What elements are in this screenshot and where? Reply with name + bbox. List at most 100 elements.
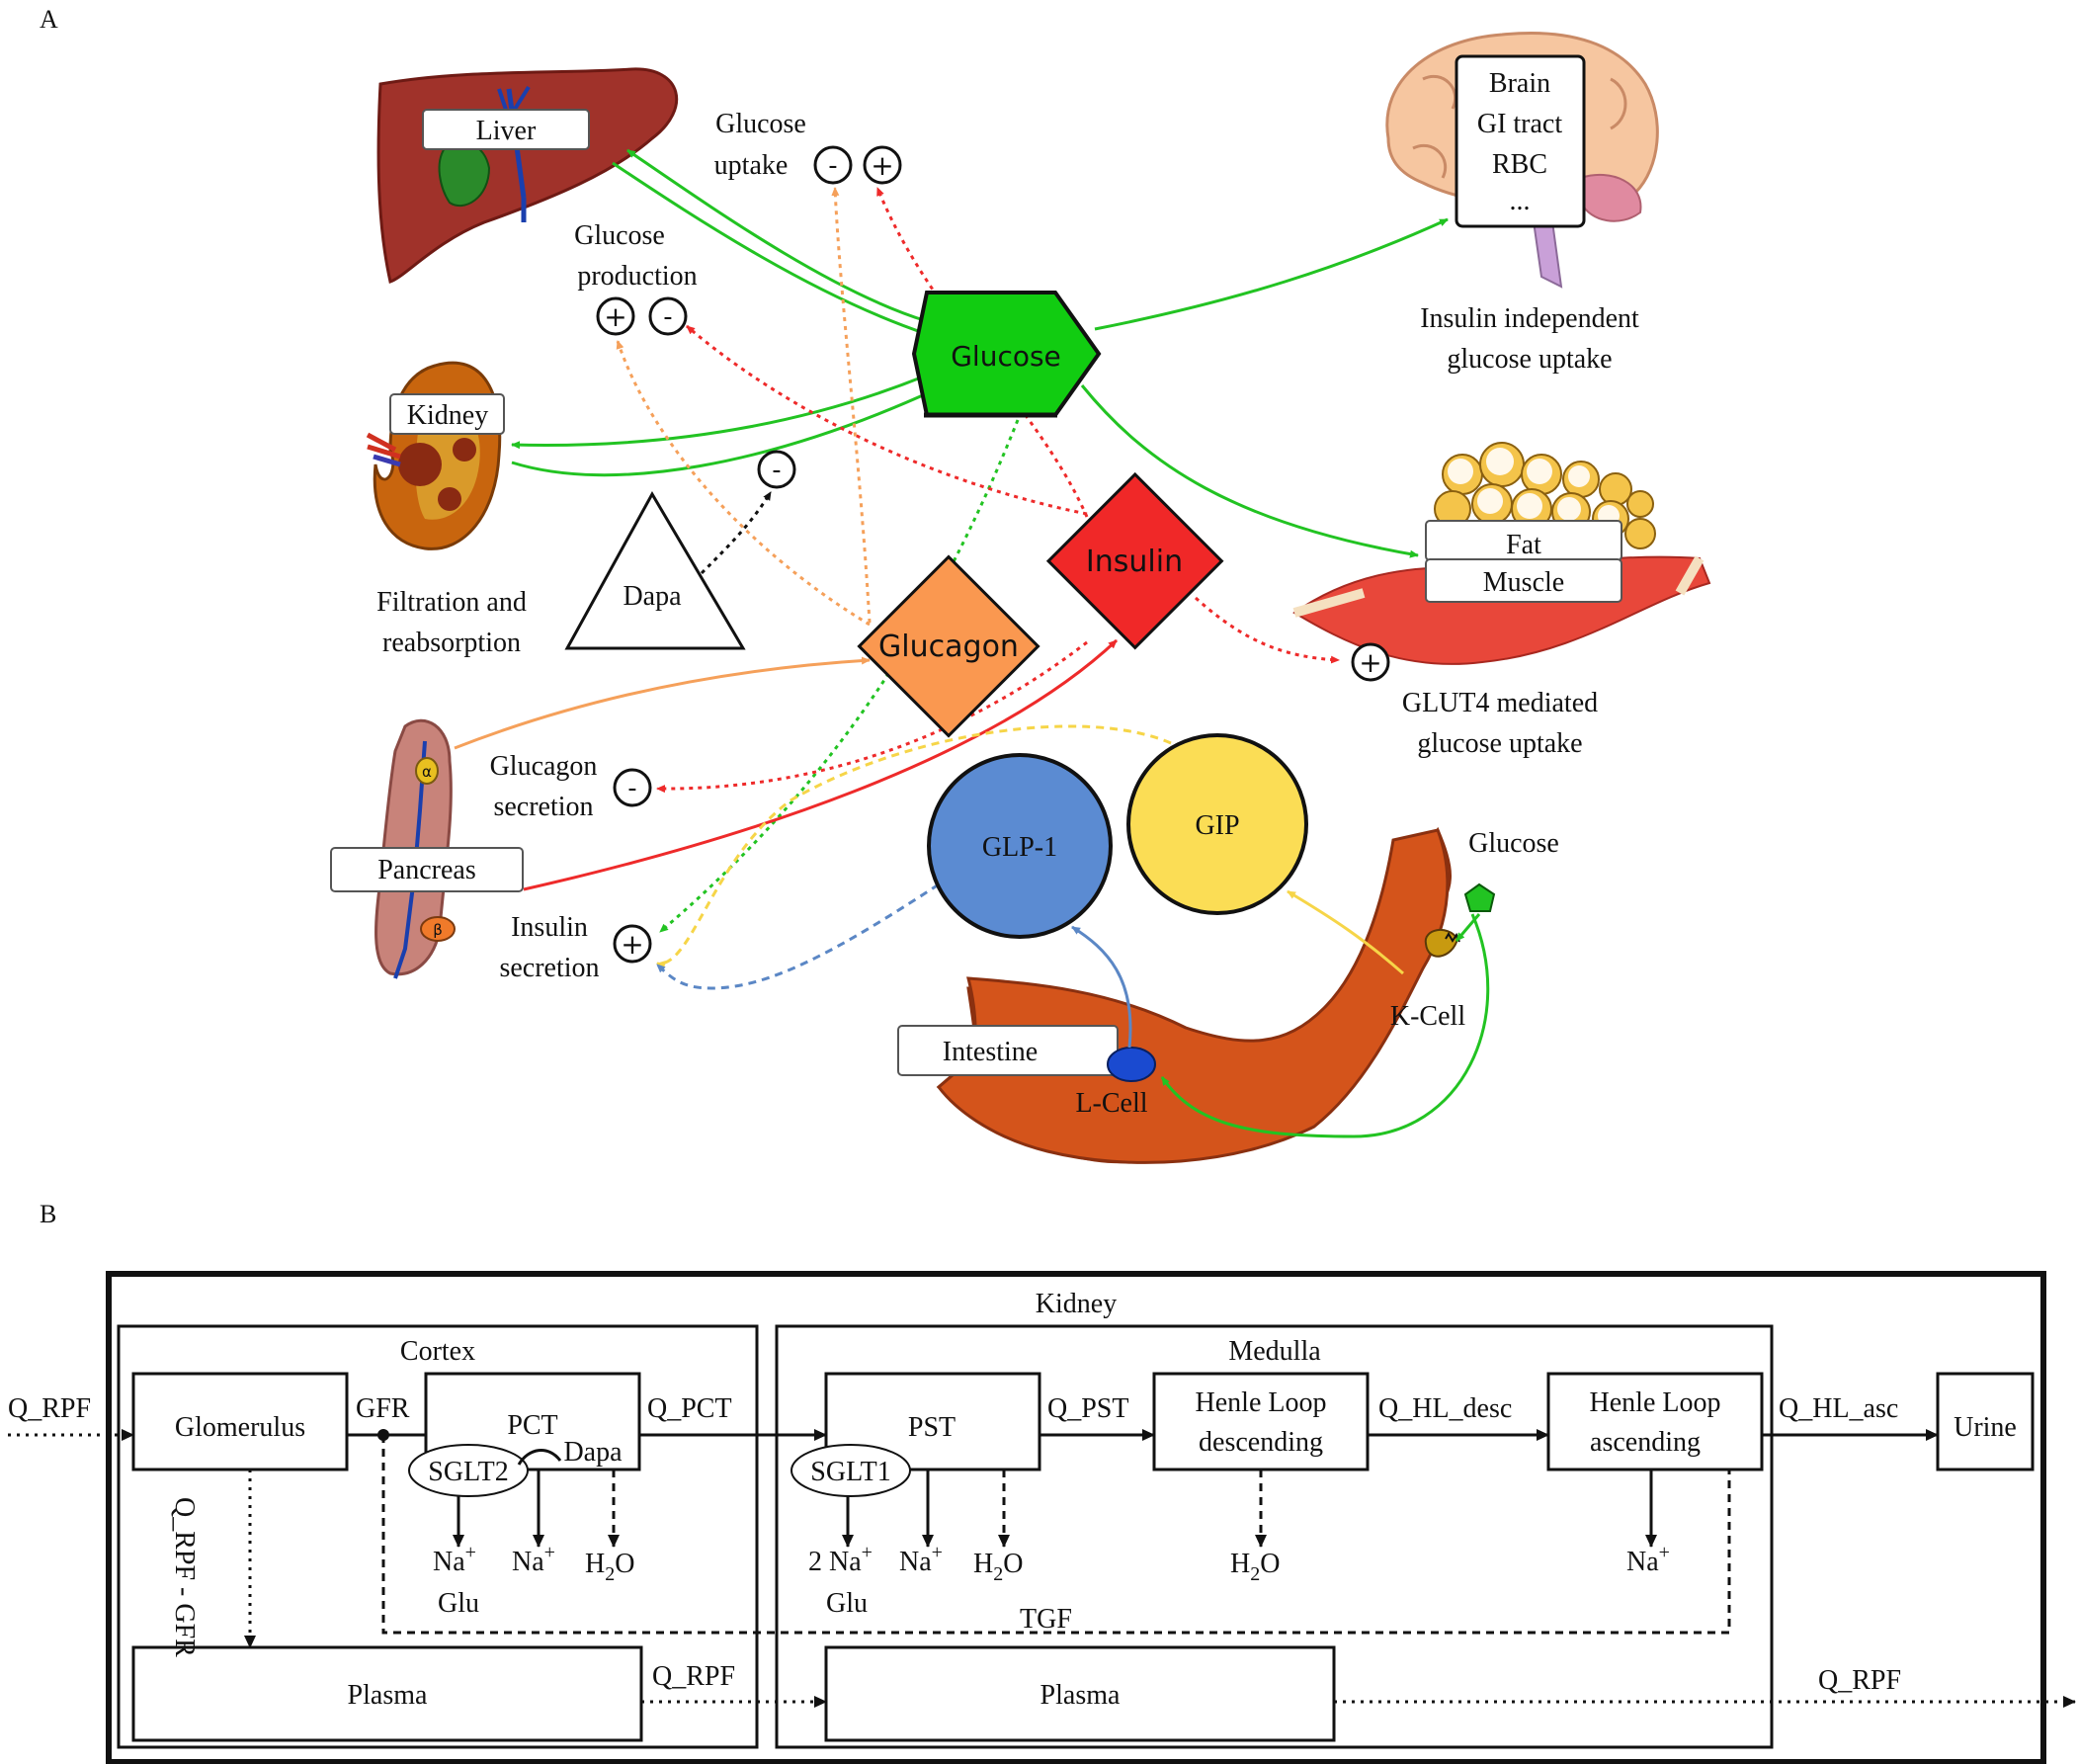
glomerulus-box-label: Glomerulus (175, 1412, 305, 1443)
pst-o-text: O (1003, 1549, 1023, 1579)
insulin-node (1045, 471, 1224, 650)
glucagon-node (857, 554, 1040, 738)
l-cell-label: L-Cell (1075, 1088, 1147, 1119)
reabsorption-minus-sign: - (772, 456, 781, 485)
pancreas-illustration (330, 718, 524, 979)
pst-h-text: H (973, 1549, 993, 1579)
production-plus-sign: + (604, 300, 626, 333)
sglt2-label: SGLT2 (428, 1457, 508, 1487)
pct-na-2-text: Na (512, 1547, 544, 1577)
q-hl-desc-label: Q_HL_desc (1378, 1393, 1512, 1424)
glut4-line2: glucose uptake (1417, 728, 1582, 759)
glucose-node-label: Glucose (951, 340, 1061, 373)
henle-desc-line2: descending (1199, 1427, 1323, 1458)
dapa-triangle (564, 490, 746, 650)
sglt1-transporter (790, 1444, 911, 1497)
glut4-plus-sign: + (1359, 646, 1381, 679)
pct-glu-text: Glu (438, 1588, 479, 1619)
brain-illustration (1385, 31, 1659, 289)
panel-b-arrows (8, 1429, 2076, 1708)
pst-box-label: PST (908, 1412, 956, 1443)
ha-na-charge: + (1659, 1542, 1670, 1563)
brain-item-1: Brain (1489, 68, 1550, 99)
q-pst-label: Q_PST (1047, 1393, 1128, 1424)
fat-label: Fat (1506, 530, 1541, 560)
insulin-secretion-plus-sign: + (621, 928, 643, 961)
pst-solute-h2o: H2O (973, 1549, 1023, 1585)
glucose-node (911, 291, 1102, 418)
tgf-label: TGF (1020, 1604, 1072, 1635)
pst-glu-text: Glu (826, 1588, 868, 1619)
intestine-label: Intestine (943, 1037, 1038, 1067)
pct-na-2-charge: + (544, 1542, 555, 1563)
glucagon-secretion-minus-sign: - (627, 774, 636, 803)
henle-asc-solute-na: Na+ (1626, 1542, 1670, 1577)
pst-2na-text: 2 Na (808, 1547, 862, 1577)
pst-2na-charge: + (862, 1542, 873, 1563)
ha-na-text: Na (1626, 1547, 1659, 1577)
brain-item-4: ... (1510, 186, 1531, 216)
dapa-inhibition-arc (517, 1449, 562, 1466)
plasma-medulla-label: Plasma (1040, 1680, 1121, 1711)
intestine-illustration (897, 826, 1496, 1164)
glucagon-node-label: Glucagon (878, 630, 1019, 664)
pct-solute-na-glu: Na+ Glu (433, 1542, 479, 1619)
uptake-plus-sign: + (871, 149, 893, 182)
glp1-label: GLP-1 (982, 832, 1057, 863)
pancreas-label: Pancreas (377, 855, 476, 885)
panel-a-label: A (40, 5, 58, 34)
gut-glucose-label: Glucose (1468, 828, 1559, 859)
pst-na-charge: + (932, 1542, 943, 1563)
insulin-independent-line1: Insulin independent (1420, 303, 1639, 334)
insulin-node-label: Insulin (1086, 545, 1183, 579)
pct-box-label: PCT (507, 1410, 557, 1441)
insulin-secretion-line1: Insulin (511, 912, 588, 943)
kidney-illustration (366, 361, 505, 550)
hd-o-text: O (1260, 1549, 1280, 1579)
urine-box-label: Urine (1954, 1412, 2017, 1443)
alpha-cell-symbol: α (422, 763, 432, 781)
henle-asc-line2: ascending (1590, 1427, 1701, 1458)
sglt1-label: SGLT1 (810, 1457, 890, 1487)
sign-circles (596, 145, 1390, 964)
pst-solute-na: Na+ (899, 1542, 943, 1577)
q-rpf-out-label: Q_RPF (1818, 1665, 1901, 1696)
pst-h2o-sub: 2 (993, 1563, 1003, 1585)
uptake-minus-sign: - (828, 151, 837, 181)
pct-dapa-label: Dapa (563, 1437, 623, 1468)
panel-a-arrows (454, 148, 1490, 1138)
pct-na-1-charge: + (465, 1542, 476, 1563)
q-rpf-plasma-label: Q_RPF (652, 1661, 735, 1692)
pct-na-1-text: Na (433, 1547, 465, 1577)
pct-solute-na: Na+ (512, 1542, 555, 1577)
glp1-node (927, 753, 1113, 939)
henle-asc-line1: Henle Loop (1590, 1387, 1721, 1418)
brain-item-2: GI tract (1477, 109, 1563, 139)
k-cell-label: K-Cell (1390, 1001, 1465, 1032)
gfr-junction-dot (377, 1429, 389, 1441)
panel-b-boxes (131, 1372, 2035, 1742)
production-minus-sign: - (663, 302, 672, 332)
pst-na-text: Na (899, 1547, 932, 1577)
filtration-line2: reabsorption (382, 628, 521, 658)
liver-illustration (376, 67, 679, 284)
q-rpf-in-label: Q_RPF (8, 1393, 91, 1424)
glucose-production-line1: Glucose (574, 220, 665, 251)
glucose-production-line2: production (577, 261, 697, 292)
insulin-independent-line2: glucose uptake (1447, 344, 1612, 375)
sglt2-transporter (408, 1444, 529, 1497)
q-rpf-minus-gfr-label: Q_RPF - GFR (169, 1497, 200, 1657)
medulla-title: Medulla (1228, 1336, 1321, 1367)
kidney-label: Kidney (407, 400, 488, 431)
gfr-label: GFR (356, 1393, 410, 1424)
glucose-uptake-line2: uptake (714, 150, 789, 181)
svg-text:2 Na+: 2 Na+ (808, 1542, 873, 1577)
brain-item-3: RBC (1492, 149, 1547, 180)
panel-b-label: B (40, 1200, 56, 1228)
q-pct-label: Q_PCT (647, 1393, 732, 1424)
pct-h-text: H (585, 1549, 605, 1579)
kidney-frame-title: Kidney (1036, 1289, 1117, 1319)
hd-h2o-sub: 2 (1250, 1563, 1260, 1585)
filtration-line1: Filtration and (376, 587, 527, 618)
